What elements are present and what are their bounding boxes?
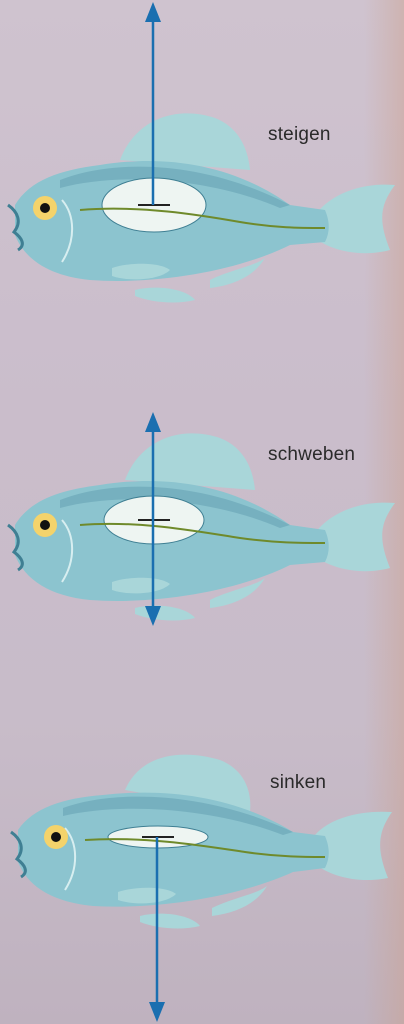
mouth xyxy=(7,203,24,252)
panel-sink: sinken xyxy=(0,640,404,1022)
label-sink: sinken xyxy=(270,772,327,793)
lateral-line xyxy=(79,522,326,544)
gill-line xyxy=(61,199,74,263)
tail-fin xyxy=(315,184,395,254)
mouth xyxy=(10,830,27,879)
tail-fin xyxy=(315,502,395,572)
back-shading xyxy=(60,486,290,528)
arrow-head-up xyxy=(145,2,161,22)
gill-line xyxy=(61,519,74,583)
arrow-head-down xyxy=(145,606,161,626)
panel-rise: steigen xyxy=(0,0,404,320)
back-shading xyxy=(60,166,290,208)
label-rise: steigen xyxy=(268,124,331,145)
anal-fin xyxy=(210,578,265,608)
arrow-head-down xyxy=(149,1002,165,1022)
back-shading xyxy=(63,796,293,835)
pelvic-fin xyxy=(135,287,195,303)
fish-rise-figure xyxy=(7,2,395,303)
anal-fin xyxy=(212,886,267,916)
pectoral-fin xyxy=(118,887,176,904)
anal-fin xyxy=(210,258,265,288)
arrow-head-up xyxy=(145,412,161,432)
fish-float-figure xyxy=(7,412,395,626)
label-float: schweben xyxy=(268,444,356,465)
tail-fin xyxy=(315,811,392,881)
mouth xyxy=(7,523,24,572)
pelvic-fin xyxy=(140,913,200,929)
lateral-line xyxy=(79,207,326,229)
gill-line xyxy=(64,827,77,891)
pectoral-fin xyxy=(112,263,170,280)
fish-sink-figure xyxy=(10,754,392,1022)
lateral-line xyxy=(84,838,326,858)
dorsal-fin xyxy=(125,433,255,490)
panel-float: schweben xyxy=(0,320,404,640)
pelvic-fin xyxy=(135,605,195,621)
pectoral-fin xyxy=(112,577,170,594)
dorsal-fin xyxy=(125,754,251,812)
